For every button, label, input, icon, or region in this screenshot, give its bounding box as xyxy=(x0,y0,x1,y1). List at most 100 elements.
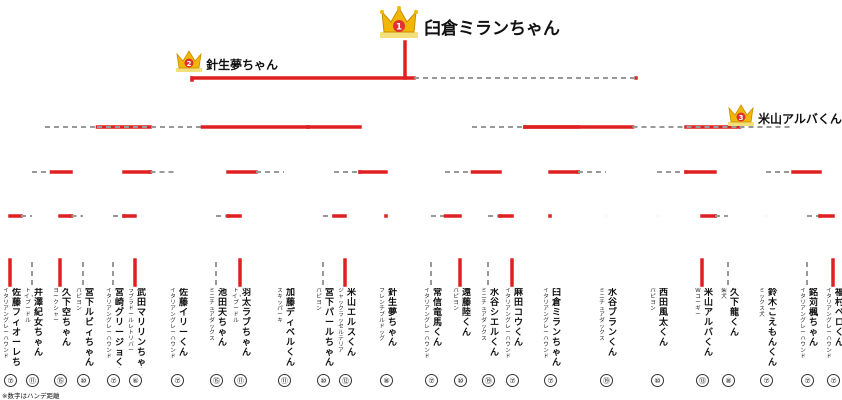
entrant-breed: パピヨン xyxy=(316,288,322,312)
entrant: パピヨン遠藤陸くん xyxy=(452,288,478,368)
entrant: イタリアングレーハウンド福村ベロくん xyxy=(825,288,842,368)
handicap-distance: ⑫ xyxy=(339,374,352,387)
entrant-name: 井澤紀女ちゃん xyxy=(33,288,43,358)
entrant-breed: フレンチブルドッグ xyxy=(379,288,385,342)
handicap-distance: ⑦ xyxy=(171,374,184,387)
handicap-distance: ⑩ xyxy=(651,374,664,387)
entrant-name: 西田風太くん xyxy=(658,288,668,348)
crown-icon-second: 2 xyxy=(176,50,202,72)
entrant-breed: イタリアングレーハウンド xyxy=(3,288,9,360)
handicap-distance: ⑦ xyxy=(425,374,438,387)
entrant-breed: ミニチュアダックス xyxy=(599,288,605,342)
handicap-distance: ⑦ xyxy=(827,374,840,387)
entrant: Wコーギー米山アルバくん xyxy=(694,288,720,368)
entrant-breed: ラブラドールレトリバー xyxy=(128,288,134,354)
footnote: ※数字はハンデ距離 xyxy=(2,392,60,400)
entrant-breed: イタリアングレーハウンド xyxy=(424,288,430,360)
entrant-name: 銘苅楓ちゃん xyxy=(808,288,818,348)
entrant: ミニチュアダックス池田天ちゃん xyxy=(208,288,234,368)
entrant-breed: イタリアングレーハウンド xyxy=(543,288,549,360)
handicap-distance: ⑦ xyxy=(107,374,120,387)
entrant-breed: ミックス犬 xyxy=(759,288,765,318)
entrant-name: 針生夢ちゃん xyxy=(387,288,397,348)
entrant-breed: ミニチュアダックス xyxy=(209,288,215,342)
entrant-name: 久下空ちゃん xyxy=(61,288,71,348)
entrant-breed: スキッパーキ xyxy=(277,288,283,324)
entrant: フレンチブルドッグ針生夢ちゃん xyxy=(378,288,404,368)
handicap-distance: ⑥ xyxy=(129,374,142,387)
handicap-distance: ⑩ xyxy=(454,374,467,387)
entrant-name: 武田マリリンちゃん xyxy=(136,288,146,368)
entrant: ヨークシャー久下空ちゃん xyxy=(52,288,78,368)
entrant-breed: イタリアングレーハウンド xyxy=(826,288,832,360)
handicap-distance: ⑩ xyxy=(77,374,90,387)
handicap-distance: ⑧ xyxy=(722,374,735,387)
entrant: イタリアングレーハウンド佐藤フィオーレちゃん xyxy=(2,288,28,368)
entrant-breed: Wコーギー xyxy=(695,288,701,318)
entrant-name: 宮崎グリージョくん xyxy=(114,288,124,368)
badge-first: 1 xyxy=(396,23,402,33)
entrant-name: 常信竜馬くん xyxy=(432,288,442,348)
entrant-breed: イタリアングレーハウンド xyxy=(106,288,112,360)
handicap-distance: ⑦ xyxy=(4,374,17,387)
entrant-breed: イタリアングレーハウンド xyxy=(505,288,511,360)
entrant-name: 鈴木こえもんくん xyxy=(767,288,777,368)
entrant: パピヨン宮下ルビィちゃん xyxy=(75,288,101,368)
entrant-name: 佐藤イリーくん xyxy=(178,288,188,358)
entrant-name: 水谷シエルくん xyxy=(489,288,499,358)
entrant-name: 米山アルバくん xyxy=(703,288,713,358)
entrant-name: 羽太ラブちゃん xyxy=(241,288,251,358)
handicap-distance: ⑮ xyxy=(210,374,223,387)
entrant-name: 宮下パールちゃん xyxy=(324,288,334,368)
handicap-distance: ⑦ xyxy=(801,374,814,387)
handicap-distance: ⑦ xyxy=(760,374,773,387)
entrant: ミックス犬鈴木こえもんくん xyxy=(758,288,784,368)
entrant-breed: ミニチュアダックス xyxy=(481,288,487,342)
entrant: ラブラドールレトリバー武田マリリンちゃん xyxy=(127,288,153,368)
handicap-distance: ⑧ xyxy=(380,374,393,387)
entrant: イタリアングレーハウンド銘苅楓ちゃん xyxy=(799,288,825,368)
winner-second-name: 針生夢ちゃん xyxy=(206,58,279,72)
crown-icon-first: 1 xyxy=(380,6,418,38)
entrant-name: 池田天ちゃん xyxy=(217,288,227,348)
entrant-breed: 柴犬 xyxy=(721,288,727,300)
crown-icon-third: 3 xyxy=(728,104,754,126)
entrant-name: 宮下ルビィちゃん xyxy=(84,288,94,368)
handicap-distance: ⑲ xyxy=(482,374,495,387)
entrant: トイ・プードル羽太ラブちゃん xyxy=(232,288,258,368)
handicap-distance: ⑦ xyxy=(506,374,519,387)
entrant: イタリアングレーハウンド宮崎グリージョくん xyxy=(105,288,131,368)
entrant-breed: トイ・プードル xyxy=(24,288,36,324)
entrant: ジャックラッセルテリア米山エルスくん xyxy=(337,288,363,368)
handicap-distance: ⑦ xyxy=(544,374,557,387)
entrant-breed: イタリアングレーハウンド xyxy=(800,288,806,360)
entrant: ミニチュアダックス水谷ブランくん xyxy=(598,288,624,368)
entrant-breed: パピヨン xyxy=(650,288,656,312)
entrant-breed: イタリアングレーハウンド xyxy=(170,288,176,360)
entrant-breed: パピヨン xyxy=(76,288,82,312)
handicap-distance: ⑮ xyxy=(54,374,67,387)
entrant-name: 米山エルスくん xyxy=(346,288,356,358)
entrant: イタリアングレーハウンド麻田コウくん xyxy=(504,288,530,368)
entrant-name: 佐藤フィオーレちゃん xyxy=(11,288,21,368)
entrant-breed: トイ・プードル xyxy=(232,288,244,324)
entrant-breed: ヨークシャー xyxy=(53,288,59,324)
entrant-name: 水谷ブランくん xyxy=(607,288,617,358)
entrant-name: 久下龍くん xyxy=(729,288,739,338)
entrant: パピヨン西田風太くん xyxy=(649,288,675,368)
handicap-distance: ⑪ xyxy=(234,374,247,387)
entrant: トイ・プードル井澤紀女ちゃん xyxy=(24,288,50,368)
entrant-name: 臼倉ミランちゃん xyxy=(551,288,561,368)
entrant-breed: ジャックラッセルテリア xyxy=(338,288,344,354)
entrant-breed: パピヨン xyxy=(453,288,459,312)
handicap-distance: ⑲ xyxy=(600,374,613,387)
badge-second: 2 xyxy=(187,60,192,68)
entrant: スキッパーキ加藤ディベルくん xyxy=(276,288,302,368)
handicap-distance: ⑩ xyxy=(317,374,330,387)
badge-third: 3 xyxy=(739,114,744,122)
handicap-distance: ⑪ xyxy=(26,374,39,387)
winner-first-name: 臼倉ミランちゃん xyxy=(424,19,560,39)
winner-third-name: 米山アルバくん xyxy=(758,112,842,126)
